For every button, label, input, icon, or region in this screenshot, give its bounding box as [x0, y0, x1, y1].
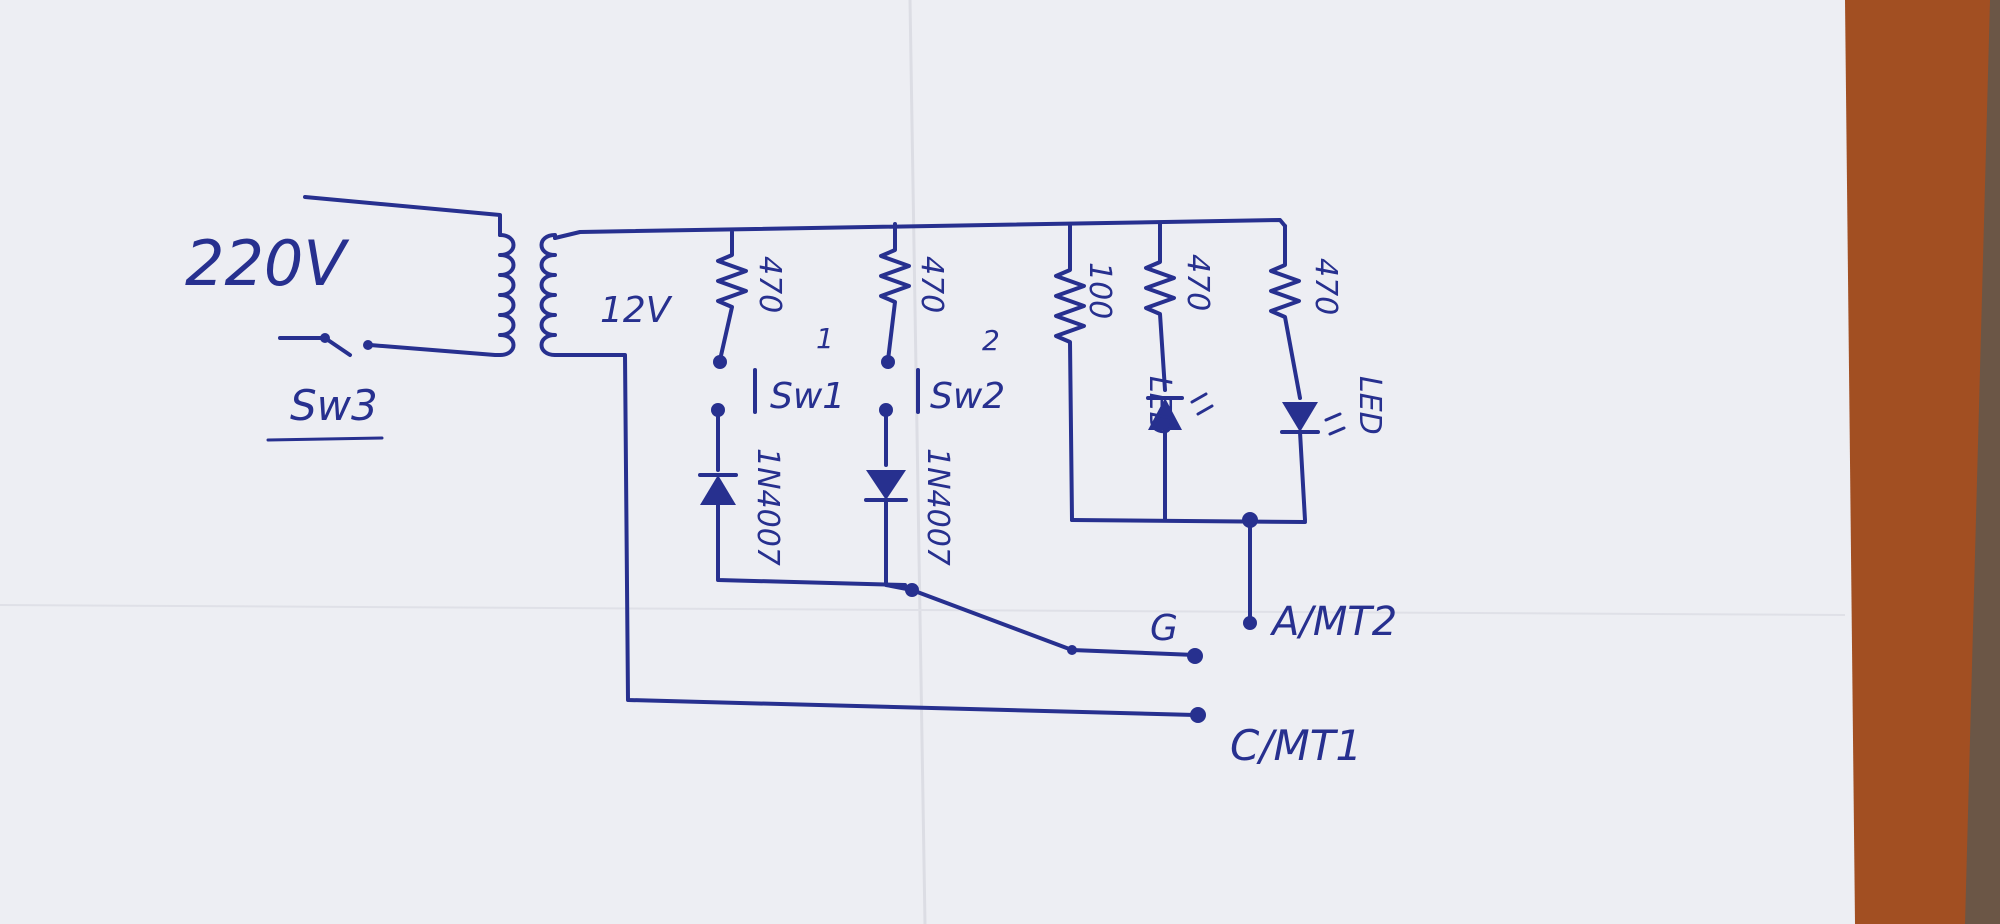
led2-label: LED: [1352, 376, 1387, 435]
resistor-100-value: 100: [1082, 262, 1117, 319]
sw1-label: Sw1: [770, 376, 845, 417]
branch2-resistor: [879, 222, 911, 362]
branch1-bottom-wire: [716, 503, 907, 587]
paper-fold: [0, 604, 1846, 616]
sw2-contact: [881, 355, 895, 369]
sw3-underline: [266, 436, 384, 442]
anode-terminal: [1243, 616, 1257, 630]
branch2-diode-label: 1N4007: [920, 448, 955, 566]
led2-light-arrows: [1324, 412, 1346, 436]
sw2-number: 2: [982, 324, 1000, 357]
primary-voltage-label: 220V: [185, 227, 350, 300]
return-wire: [553, 353, 1197, 717]
sw3-label: Sw3: [290, 381, 378, 430]
cathode-label: C/MT1: [1230, 721, 1362, 770]
led2-wire: [1298, 430, 1307, 522]
led1-light-arrows: [1190, 392, 1214, 416]
cathode-terminal: [1190, 707, 1206, 723]
resistor-led1-value: 470: [1180, 254, 1215, 311]
paper-sheet: [0, 0, 1855, 924]
sw1-number: 1: [816, 322, 834, 355]
primary-coil: [498, 233, 516, 357]
junction-dot: [1067, 645, 1077, 655]
anode-label: A/MT2: [1269, 599, 1397, 645]
resistor-led1: [1144, 222, 1176, 392]
primary-bottom-wire: [368, 343, 502, 357]
paper-fold: [908, 0, 927, 924]
primary-top-wire: [303, 195, 502, 237]
indicator-bottom-bus: [1070, 518, 1307, 524]
sw1-contact: [713, 355, 727, 369]
branch2-bottom-wire: [884, 498, 914, 592]
resistor-led2-value: 470: [1308, 258, 1343, 315]
resistor-100: [1054, 222, 1086, 522]
led1-label: LED: [1142, 376, 1177, 435]
top-rail: [553, 218, 1287, 240]
wooden-board: [1840, 0, 1990, 924]
gate-label: G: [1150, 608, 1178, 649]
sw2-label: Sw2: [930, 376, 1005, 417]
secondary-voltage-label: 12V: [600, 290, 673, 331]
branch1-diode-label: 1N4007: [750, 448, 785, 566]
sw3-contact: [363, 340, 373, 350]
branch2-resistor-value: 470: [914, 256, 949, 313]
resistor-led2: [1269, 224, 1302, 400]
gate-terminal: [1187, 648, 1203, 664]
branch1-diode-triangle: [700, 475, 736, 505]
led1-triangle: [1148, 398, 1182, 430]
sw3-contact: [320, 333, 330, 343]
led2-triangle: [1282, 402, 1318, 432]
secondary-coil: [539, 233, 557, 357]
branch1-resistor-value: 470: [752, 256, 787, 313]
branch2-diode-triangle: [866, 470, 906, 500]
branch1-resistor: [716, 230, 748, 362]
